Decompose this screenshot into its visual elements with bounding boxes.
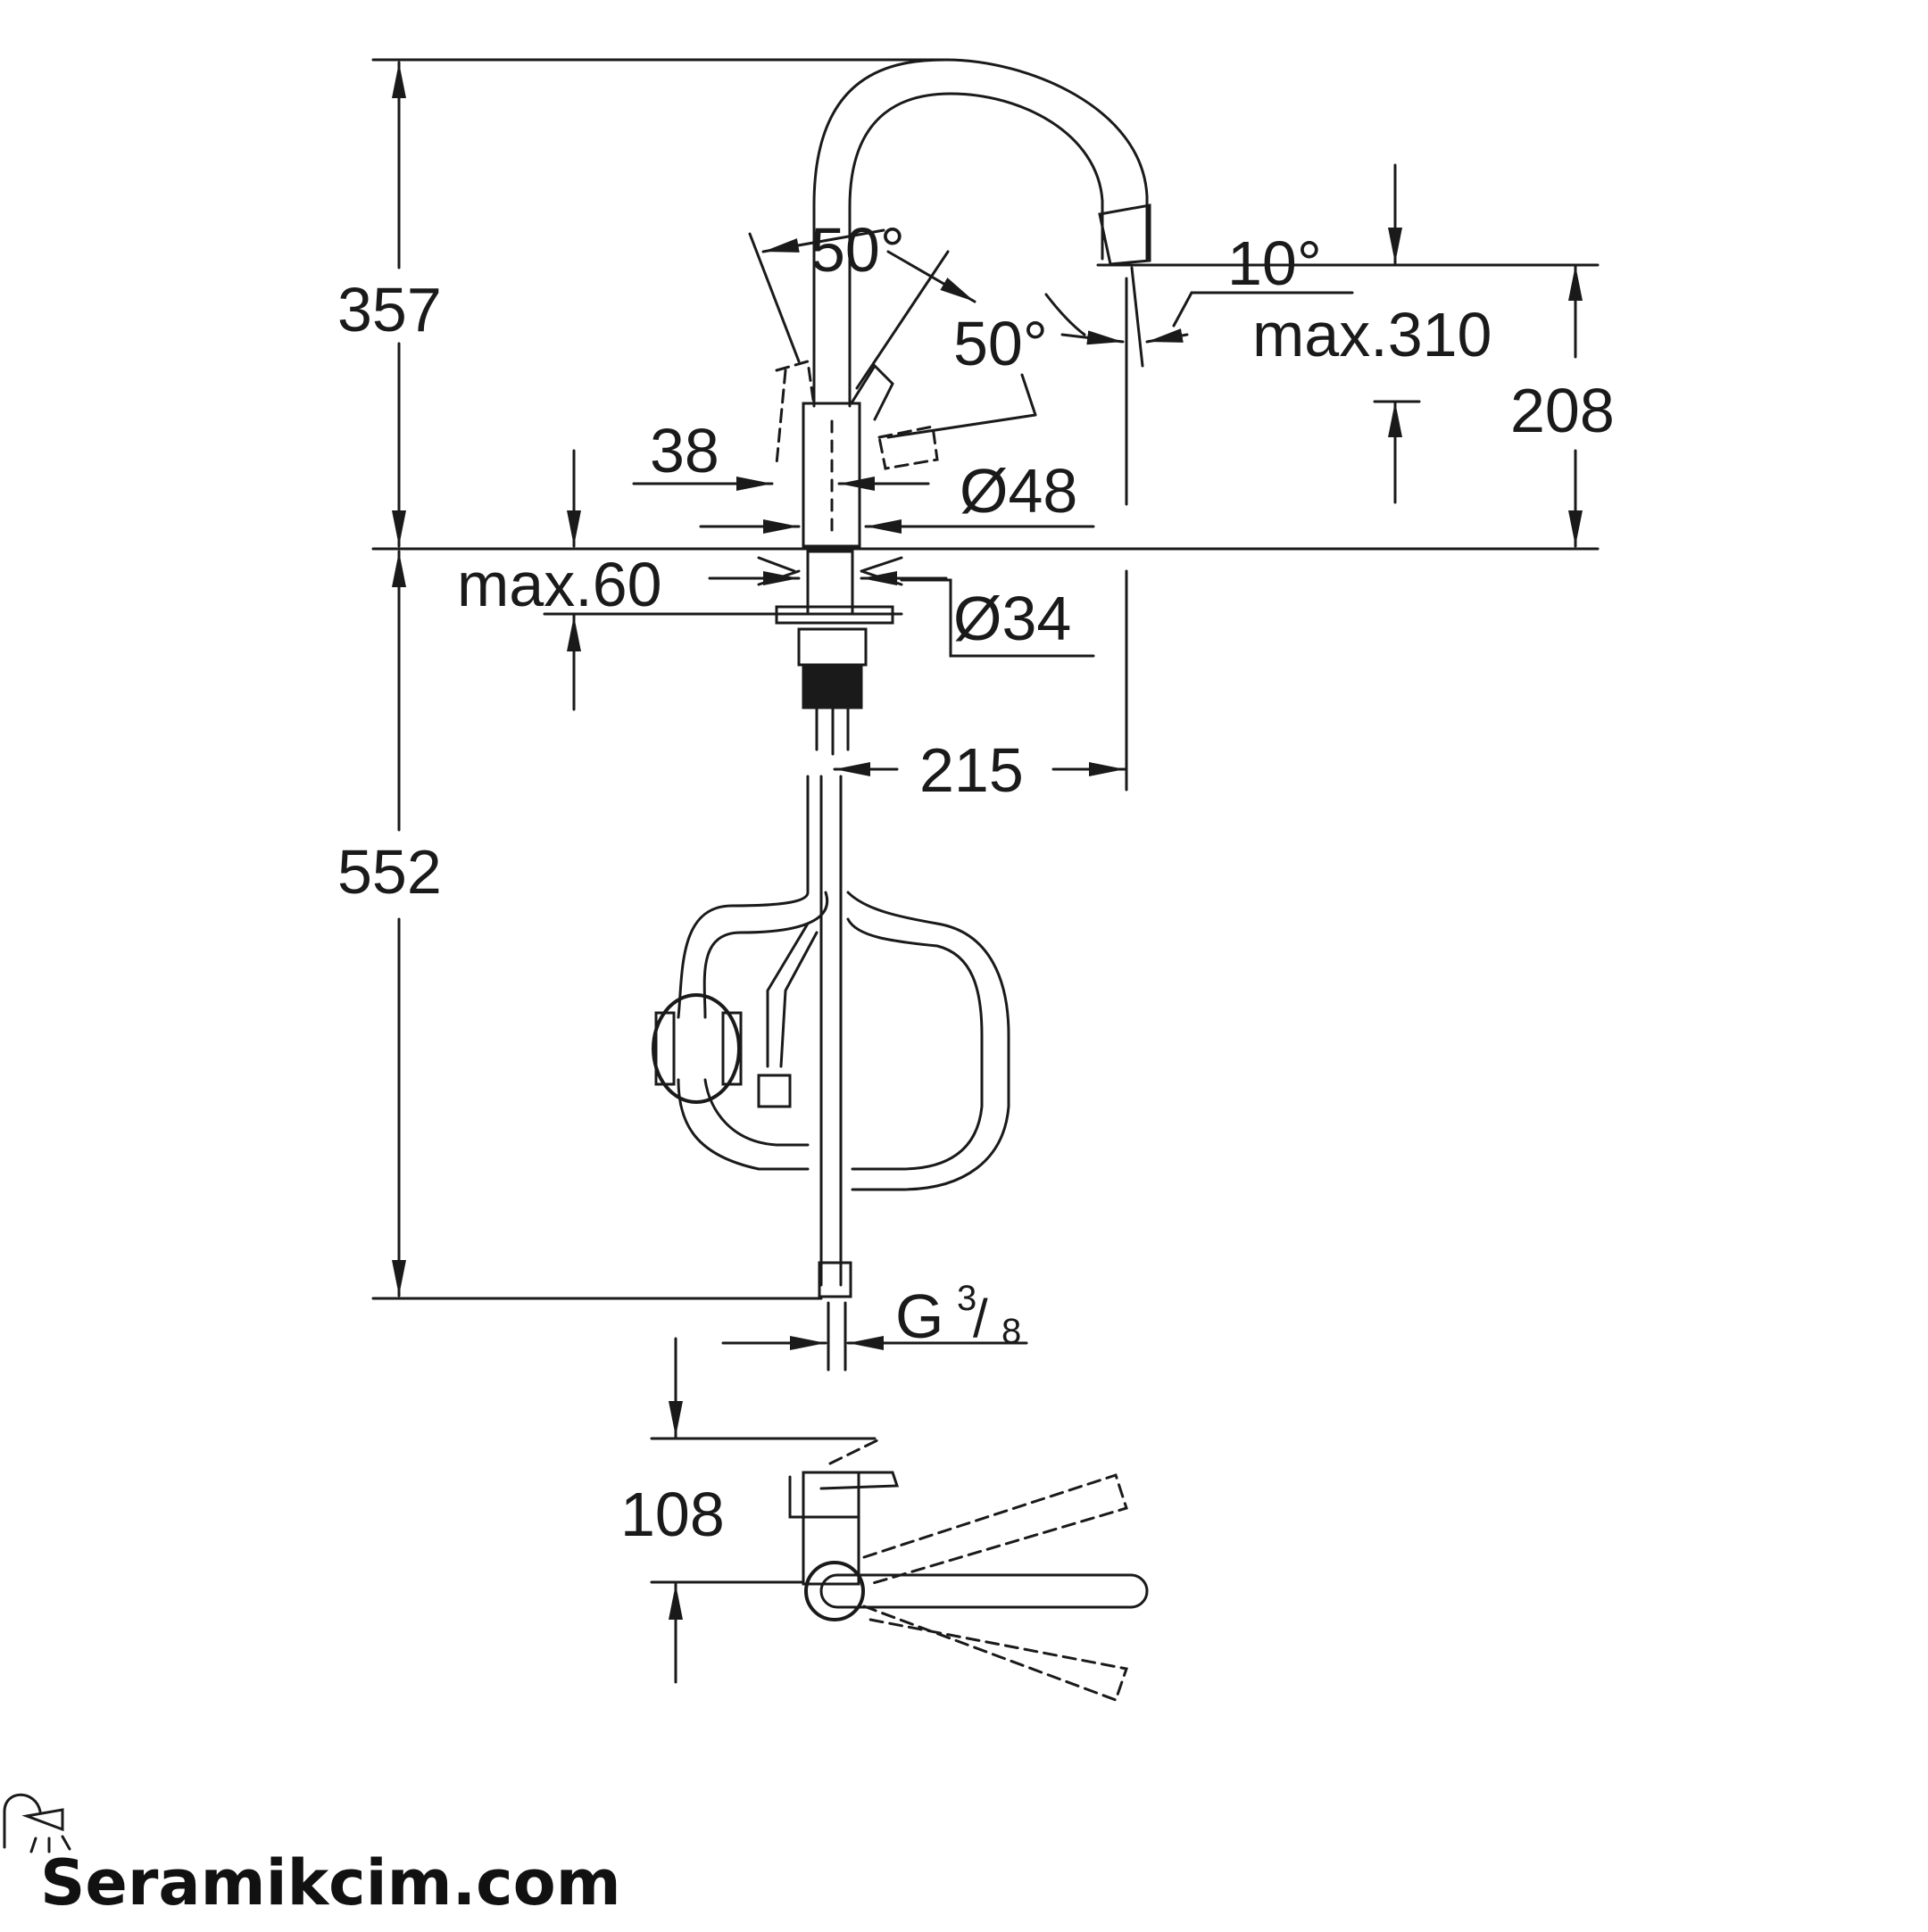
dim-38: 38	[650, 416, 719, 485]
thread-denominator: 8	[1001, 1312, 1022, 1351]
dim-215: 215	[919, 735, 1024, 805]
faucet-body	[757, 58, 1151, 756]
dim-max60: max.60	[457, 550, 662, 619]
thread-slash: /	[973, 1289, 988, 1348]
shower-head-icon	[3, 1793, 71, 1853]
dim-108: 108	[620, 1480, 725, 1549]
thread-numerator: 3	[957, 1279, 977, 1318]
angle-50-right: 50°	[953, 309, 1048, 378]
dim-max310: max.310	[1252, 300, 1492, 369]
thread-g: G	[895, 1281, 944, 1351]
angle-50-top: 50°	[810, 215, 905, 285]
dim-208: 208	[1510, 376, 1615, 445]
angle-10: 10°	[1227, 228, 1322, 298]
dim-diameter-34: Ø34	[953, 584, 1072, 653]
dim-357: 357	[337, 275, 442, 344]
top-view	[788, 1438, 1149, 1702]
hose-assembly	[652, 775, 1010, 1298]
dim-552: 552	[337, 837, 442, 907]
brand-name: Seramikcim.com	[40, 1846, 621, 1920]
reference-lines	[371, 58, 1600, 1300]
dim-diameter-48: Ø48	[960, 456, 1078, 526]
dimension-lines	[392, 61, 1600, 1684]
